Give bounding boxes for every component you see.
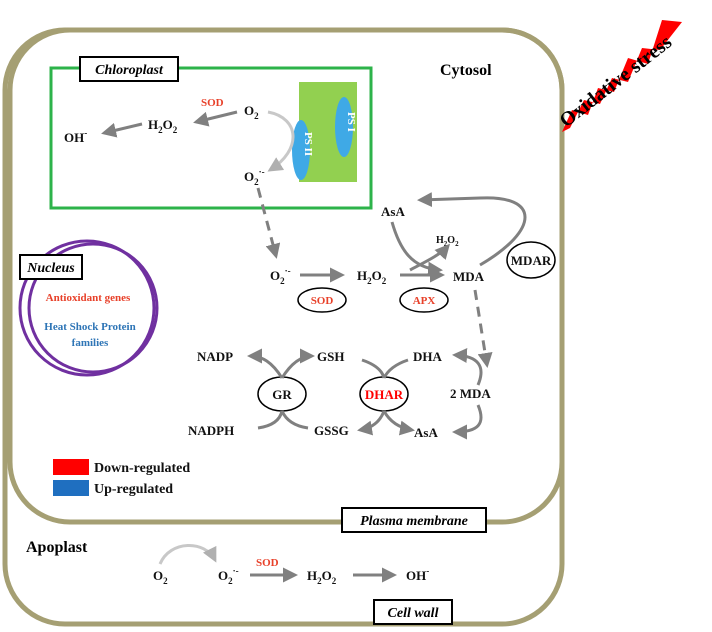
arrow-2mda-to-asa xyxy=(452,404,483,440)
cycle-gssg: GSSG xyxy=(314,423,349,438)
legend-down-swatch xyxy=(53,459,89,475)
hsp-line2: families xyxy=(72,337,109,349)
arrow-mdar-to-asa xyxy=(417,192,527,267)
gr-ellipse: GR xyxy=(257,376,307,412)
legend-up-swatch xyxy=(53,480,89,496)
cycle-h2o2: H2O2 xyxy=(357,268,387,286)
apoplast-superoxide: O2·- xyxy=(218,566,239,586)
psii-ellipse: PS II xyxy=(292,120,314,180)
chloroplast-o2: O2 xyxy=(244,103,259,121)
mdar-ellipse: MDAR xyxy=(506,241,556,279)
oxidative-stress-lightning: Oxidative stress xyxy=(556,20,682,132)
dhar-ellipse: DHAR xyxy=(359,376,409,412)
apoplast-oh: OH- xyxy=(406,566,429,583)
cycle-sod: SOD xyxy=(311,295,334,307)
dashed-arrow-chloroplast-to-cytosol xyxy=(256,187,281,259)
chloroplast-oh: OH- xyxy=(64,128,87,145)
arrow-h2o2-small xyxy=(409,243,450,272)
apoplast-o2: O2 xyxy=(153,568,168,586)
cell-wall-label: Cell wall xyxy=(388,606,439,621)
chloroplast-arrow-o2-to-superoxide xyxy=(267,110,295,172)
apoplast-label: Apoplast xyxy=(26,539,88,556)
plasma-membrane-outline xyxy=(7,27,565,525)
psii-label: PS II xyxy=(302,132,314,156)
apoplast-h2o2: H2O2 xyxy=(307,568,337,586)
cycle-nadph: NADPH xyxy=(188,423,234,438)
antioxidant-genes: Antioxidant genes xyxy=(46,292,131,304)
plasma-membrane-label-box: Plasma membrane xyxy=(341,507,487,533)
cycle-2mda: 2 MDA xyxy=(450,386,491,401)
arrow-dha-to-dhar xyxy=(382,358,409,379)
chloroplast-superoxide: O2·- xyxy=(244,167,265,187)
legend: Down-regulated Up-regulated xyxy=(53,459,190,497)
arrow-dhar-to-asa xyxy=(382,410,415,436)
chloroplast-box xyxy=(49,66,373,210)
nucleus: Nucleus Antioxidant genes Heat Shock Pro… xyxy=(18,239,159,377)
apoplast-sod: SOD xyxy=(256,557,279,569)
cycle-mda: MDA xyxy=(453,269,485,284)
arrow-gr-to-nadp xyxy=(247,348,284,379)
arrow-2mda-to-dha xyxy=(452,348,483,386)
arrow-gssg-to-gr xyxy=(280,410,309,430)
chloroplast-arrow-o2-to-h2o2 xyxy=(193,110,238,127)
hsp-line1: Heat Shock Protein xyxy=(44,321,135,333)
psi-label: PS I xyxy=(345,112,357,132)
apx-ellipse: APX xyxy=(399,287,449,313)
apoplast-arrow-o2-to-superoxide xyxy=(158,544,217,565)
cycle-superoxide: O2·- xyxy=(270,266,291,286)
cycle-dhar: DHAR xyxy=(365,387,404,402)
cytosol-label: Cytosol xyxy=(440,62,492,79)
cycle-gsh: GSH xyxy=(317,349,344,364)
chloroplast-arrow-h2o2-to-oh xyxy=(101,122,143,138)
chloroplast-label-box: Chloroplast xyxy=(79,56,179,82)
oxidative-stress-label: Oxidative stress xyxy=(556,31,677,132)
sod-ellipse: SOD xyxy=(297,287,347,313)
cycle-dha: DHA xyxy=(413,349,443,364)
chloroplast-sod: SOD xyxy=(201,97,224,109)
cycle-apx: APX xyxy=(413,295,436,307)
psi-ellipse: PS I xyxy=(335,97,357,157)
plasma-membrane-label: Plasma membrane xyxy=(360,514,468,529)
arrow-gsh-to-dhar xyxy=(361,358,386,379)
arrow-nadph-to-gr xyxy=(257,410,284,430)
cycle-nadp: NADP xyxy=(197,349,233,364)
arrow-gr-to-gsh xyxy=(280,348,315,379)
cycle-mdar: MDAR xyxy=(511,253,552,268)
legend-down-label: Down-regulated xyxy=(94,461,190,476)
cycle-gr: GR xyxy=(272,387,292,402)
cell-wall-label-box: Cell wall xyxy=(373,599,453,625)
chloroplast-label: Chloroplast xyxy=(95,63,164,78)
nucleus-label: Nucleus xyxy=(26,261,75,276)
arrow-dhar-to-gssg xyxy=(357,410,386,436)
legend-up-label: Up-regulated xyxy=(94,482,173,497)
dashed-arrow-mda-to-2mda xyxy=(473,289,493,368)
chloroplast-h2o2: H2O2 xyxy=(148,117,178,135)
cycle-asa-bottom: AsA xyxy=(414,425,438,440)
arrow-asa-to-mda xyxy=(390,221,443,277)
cycle-asa-top: AsA xyxy=(381,204,405,219)
